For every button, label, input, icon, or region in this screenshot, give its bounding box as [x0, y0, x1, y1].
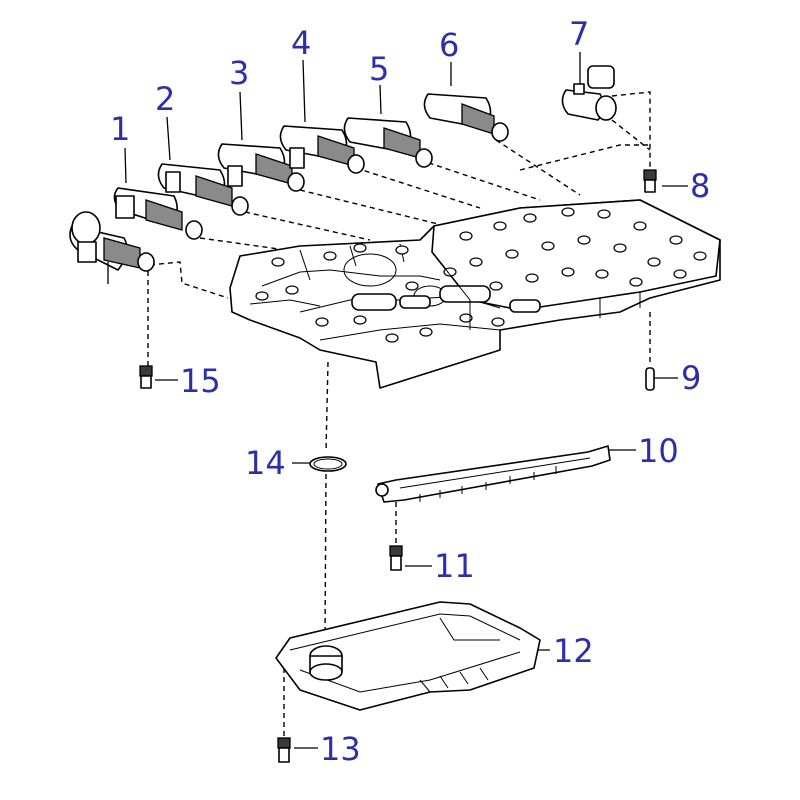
callout-9: 9: [681, 359, 701, 397]
solenoid-6: [343, 117, 433, 168]
bolt-15: [139, 365, 153, 389]
pin-9: [645, 367, 655, 391]
callout-12: 12: [553, 632, 594, 670]
solenoid-3: [157, 163, 249, 216]
solenoid-8: [561, 65, 617, 121]
valve-body: [229, 199, 721, 389]
callout-1: 1: [110, 110, 130, 148]
callout-6: 6: [439, 26, 459, 64]
o-ring-14: [309, 456, 347, 472]
bolt-8: [643, 169, 657, 193]
callout-14: 14: [245, 444, 286, 482]
callout-10: 10: [638, 432, 679, 470]
callout-8: 8: [690, 167, 710, 205]
callout-5: 5: [369, 50, 389, 88]
oil-strainer-12: [275, 601, 541, 711]
bolt-13: [277, 737, 291, 763]
callout-3: 3: [229, 54, 249, 92]
solenoid-5: [279, 125, 365, 174]
alignment-dashes: [147, 91, 651, 736]
callout-labels: 1 2 3 4 5 6 7 8 9 10 11 12 13 14 15: [110, 15, 710, 768]
callout-15: 15: [180, 362, 221, 400]
callout-2: 2: [155, 80, 175, 118]
bolt-11: [389, 545, 403, 571]
solenoid-4: [217, 143, 305, 192]
callout-13: 13: [320, 730, 361, 768]
callout-4: 4: [291, 24, 311, 62]
solenoid-2: [113, 187, 203, 240]
solenoid-7: [423, 93, 509, 142]
callout-7: 7: [569, 15, 589, 53]
callout-11: 11: [434, 547, 475, 585]
solenoid-1: [69, 211, 155, 284]
detent-spring-10: [375, 445, 611, 503]
